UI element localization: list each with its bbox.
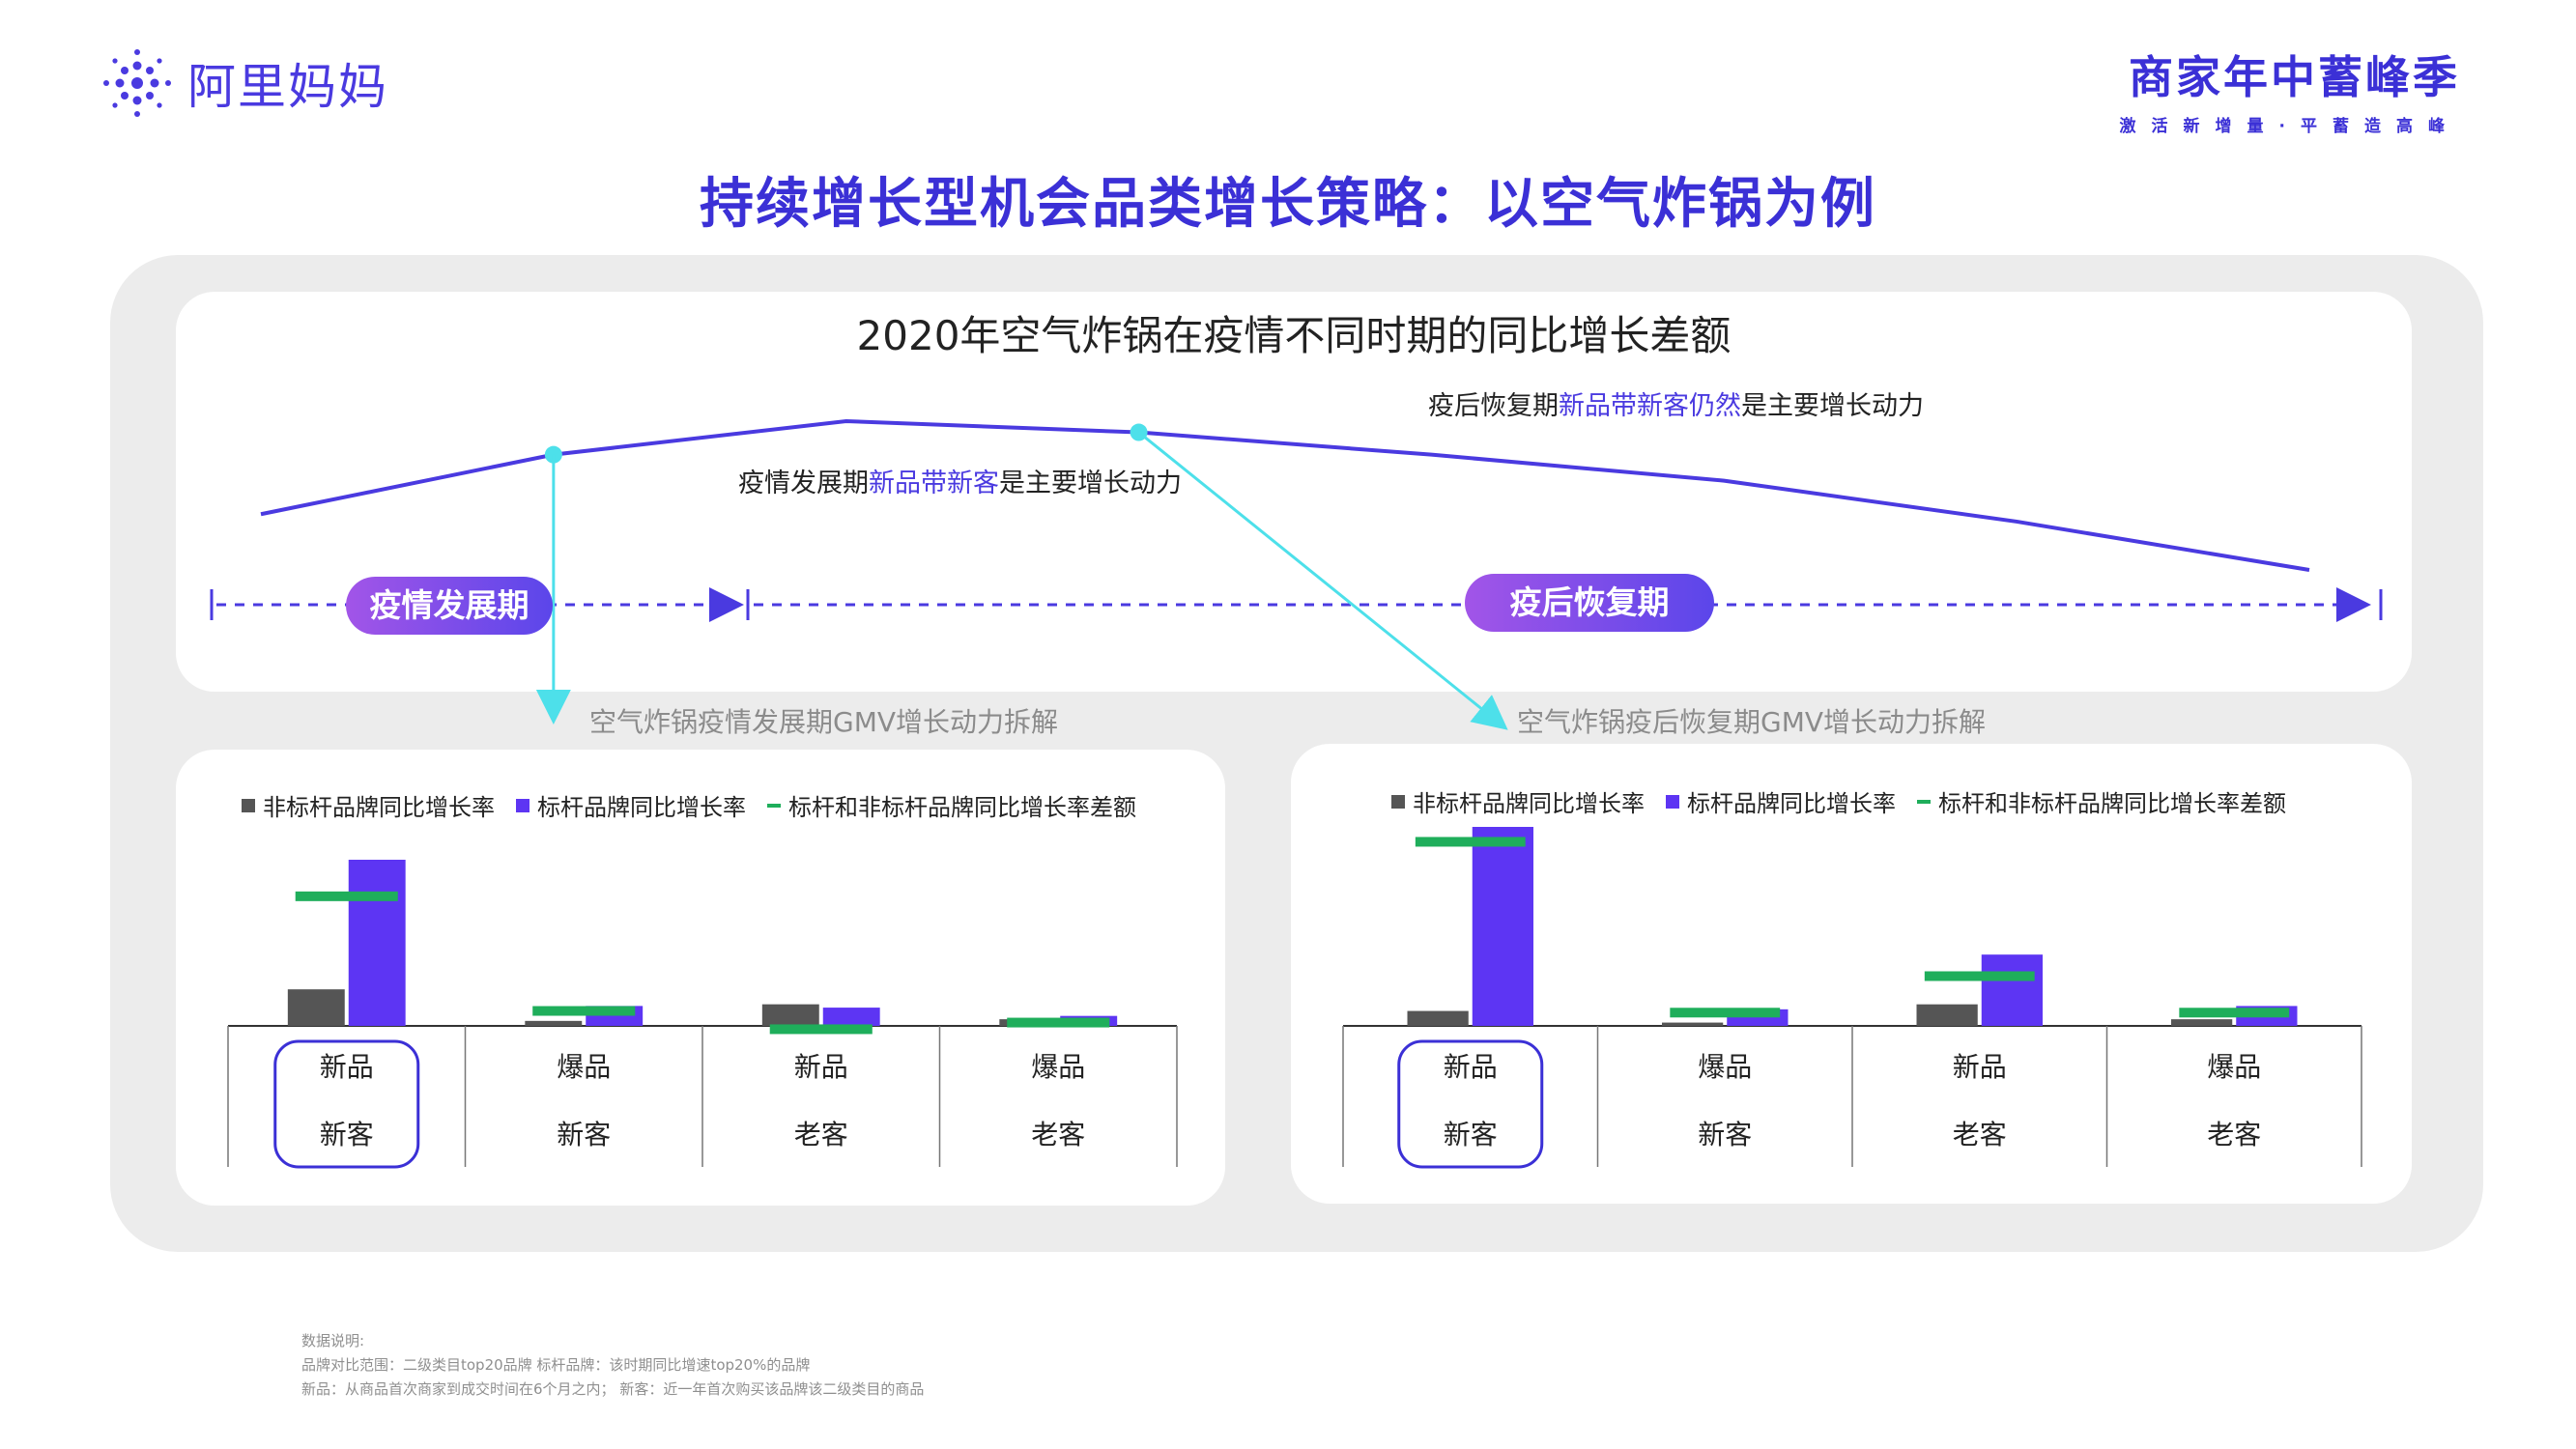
category-label-product: 新品	[1444, 1051, 1498, 1083]
legend-label: 非标杆品牌同比增长率	[1413, 790, 1645, 817]
annotation-phase2-suffix: 是主要增长动力	[1741, 391, 1924, 421]
marker-diff	[1415, 837, 1526, 847]
logo-text: 阿里妈妈	[187, 59, 388, 115]
alimama-logo-icon	[103, 49, 171, 117]
phase1-pill: 疫情发展期	[346, 577, 553, 635]
legend-swatch-green	[767, 803, 781, 808]
legend-item-diff: 标杆和非标杆品牌同比增长率差额	[1917, 784, 2286, 818]
annotation-phase2-highlight: 新品带新客仍然	[1559, 391, 1741, 421]
campaign-subtitle: 激活新增量·平蓄造高峰	[2119, 117, 2460, 136]
category-label-customer: 老客	[794, 1119, 848, 1151]
note-line: 新品：从商品首次商家到成交时间在6个月之内； 新客：近一年首次购买该品牌该二级类…	[301, 1380, 925, 1398]
legend-swatch-purple	[1666, 794, 1679, 809]
marker-diff	[532, 1006, 636, 1016]
category-label-product: 新品	[320, 1051, 374, 1083]
legend-swatch-green	[1917, 799, 1931, 804]
category-label-customer: 新客	[1698, 1119, 1752, 1151]
marker-diff	[2179, 1008, 2290, 1018]
bar-benchmark	[1981, 954, 2043, 1026]
marker-diff	[1007, 1017, 1110, 1028]
top-chart-title: 2020年空气炸锅在疫情不同时期的同比增长差额	[856, 312, 1732, 359]
note-line: 品牌对比范围：二级类目top20品牌 标杆品牌：该时期同比增速top20%的品牌	[301, 1356, 811, 1374]
phase2-pill: 疫后恢复期	[1465, 574, 1714, 632]
marker-diff	[769, 1024, 873, 1035]
legend-item-nonbenchmark: 非标杆品牌同比增长率	[242, 788, 495, 822]
highlight-category-box	[273, 1039, 420, 1169]
category-label-customer: 老客	[2207, 1119, 2261, 1151]
annotation-phase2-prefix: 疫后恢复期	[1428, 391, 1559, 421]
category-label-customer: 新客	[1444, 1119, 1498, 1151]
bar-nonbenchmark	[1662, 1022, 1724, 1026]
category-label-customer: 新客	[557, 1119, 611, 1151]
right-chart-legend: 非标杆品牌同比增长率 标杆品牌同比增长率 标杆和非标杆品牌同比增长率差额	[1391, 784, 2307, 818]
category-label-product: 爆品	[2207, 1051, 2261, 1083]
data-notes: 数据说明: 品牌对比范围：二级类目top20品牌 标杆品牌：该时期同比增速top…	[301, 1329, 924, 1402]
category-label-product: 新品	[794, 1051, 848, 1083]
connector-phase2	[1137, 431, 1508, 730]
note-line: 数据说明:	[301, 1332, 365, 1350]
bar-nonbenchmark	[2171, 1019, 2233, 1026]
legend-label: 非标杆品牌同比增长率	[263, 794, 495, 821]
legend-item-benchmark: 标杆品牌同比增长率	[516, 788, 746, 822]
bar-nonbenchmark	[1916, 1004, 1978, 1026]
bar-benchmark	[348, 860, 406, 1026]
legend-item-benchmark: 标杆品牌同比增长率	[1666, 784, 1896, 818]
page-title: 持续增长型机会品类增长策略：以空气炸锅为例	[700, 173, 1876, 236]
annotation-phase1-suffix: 是主要增长动力	[999, 469, 1182, 498]
top-chart-card	[176, 292, 2412, 692]
category-label-customer: 新客	[320, 1119, 374, 1151]
legend-label: 标杆品牌同比增长率	[1687, 790, 1896, 817]
bar-benchmark	[1472, 827, 1533, 1026]
legend-swatch-purple	[516, 798, 530, 812]
caption-phase1: 空气炸锅疫情发展期GMV增长动力拆解	[589, 706, 1059, 738]
bar-benchmark	[822, 1008, 880, 1026]
legend-item-nonbenchmark: 非标杆品牌同比增长率	[1391, 784, 1645, 818]
category-label-product: 新品	[1953, 1051, 2007, 1083]
highlight-category-box	[1397, 1039, 1544, 1169]
trend-line	[260, 418, 2310, 572]
legend-label: 标杆和非标杆品牌同比增长率差额	[788, 794, 1136, 821]
campaign-brand: 商家年中蓄峰季 激活新增量·平蓄造高峰	[2120, 43, 2460, 136]
legend-item-diff: 标杆和非标杆品牌同比增长率差额	[767, 788, 1136, 822]
marker-diff	[1670, 1008, 1781, 1018]
campaign-title: 商家年中蓄峰季	[2129, 51, 2460, 103]
legend-swatch-gray	[1391, 794, 1405, 809]
legend-label: 标杆品牌同比增长率	[537, 794, 746, 821]
annotation-phase1-highlight: 新品带新客	[869, 469, 999, 498]
marker-diff	[295, 891, 398, 901]
annotation-phase2: 疫后恢复期新品带新客仍然是主要增长动力	[1428, 384, 1924, 422]
bar-nonbenchmark	[761, 1004, 819, 1026]
category-label-product: 爆品	[1698, 1051, 1752, 1083]
bar-nonbenchmark	[287, 989, 345, 1026]
category-label-product: 爆品	[557, 1051, 611, 1083]
marker-diff	[1924, 971, 2035, 981]
legend-swatch-gray	[242, 798, 255, 812]
annotation-phase1-prefix: 疫情发展期	[738, 469, 869, 498]
caption-phase2: 空气炸锅疫后恢复期GMV增长动力拆解	[1517, 706, 1987, 738]
category-label-customer: 老客	[1031, 1119, 1085, 1151]
alimama-logo: 阿里妈妈	[100, 46, 388, 120]
annotation-phase1: 疫情发展期新品带新客是主要增长动力	[738, 462, 1182, 499]
category-label-product: 爆品	[1031, 1051, 1085, 1083]
category-label-customer: 老客	[1953, 1119, 2007, 1151]
bar-nonbenchmark	[1407, 1010, 1469, 1026]
legend-label: 标杆和非标杆品牌同比增长率差额	[1938, 790, 2286, 817]
left-chart-legend: 非标杆品牌同比增长率 标杆品牌同比增长率 标杆和非标杆品牌同比增长率差额	[242, 788, 1158, 822]
bar-nonbenchmark	[525, 1020, 583, 1026]
